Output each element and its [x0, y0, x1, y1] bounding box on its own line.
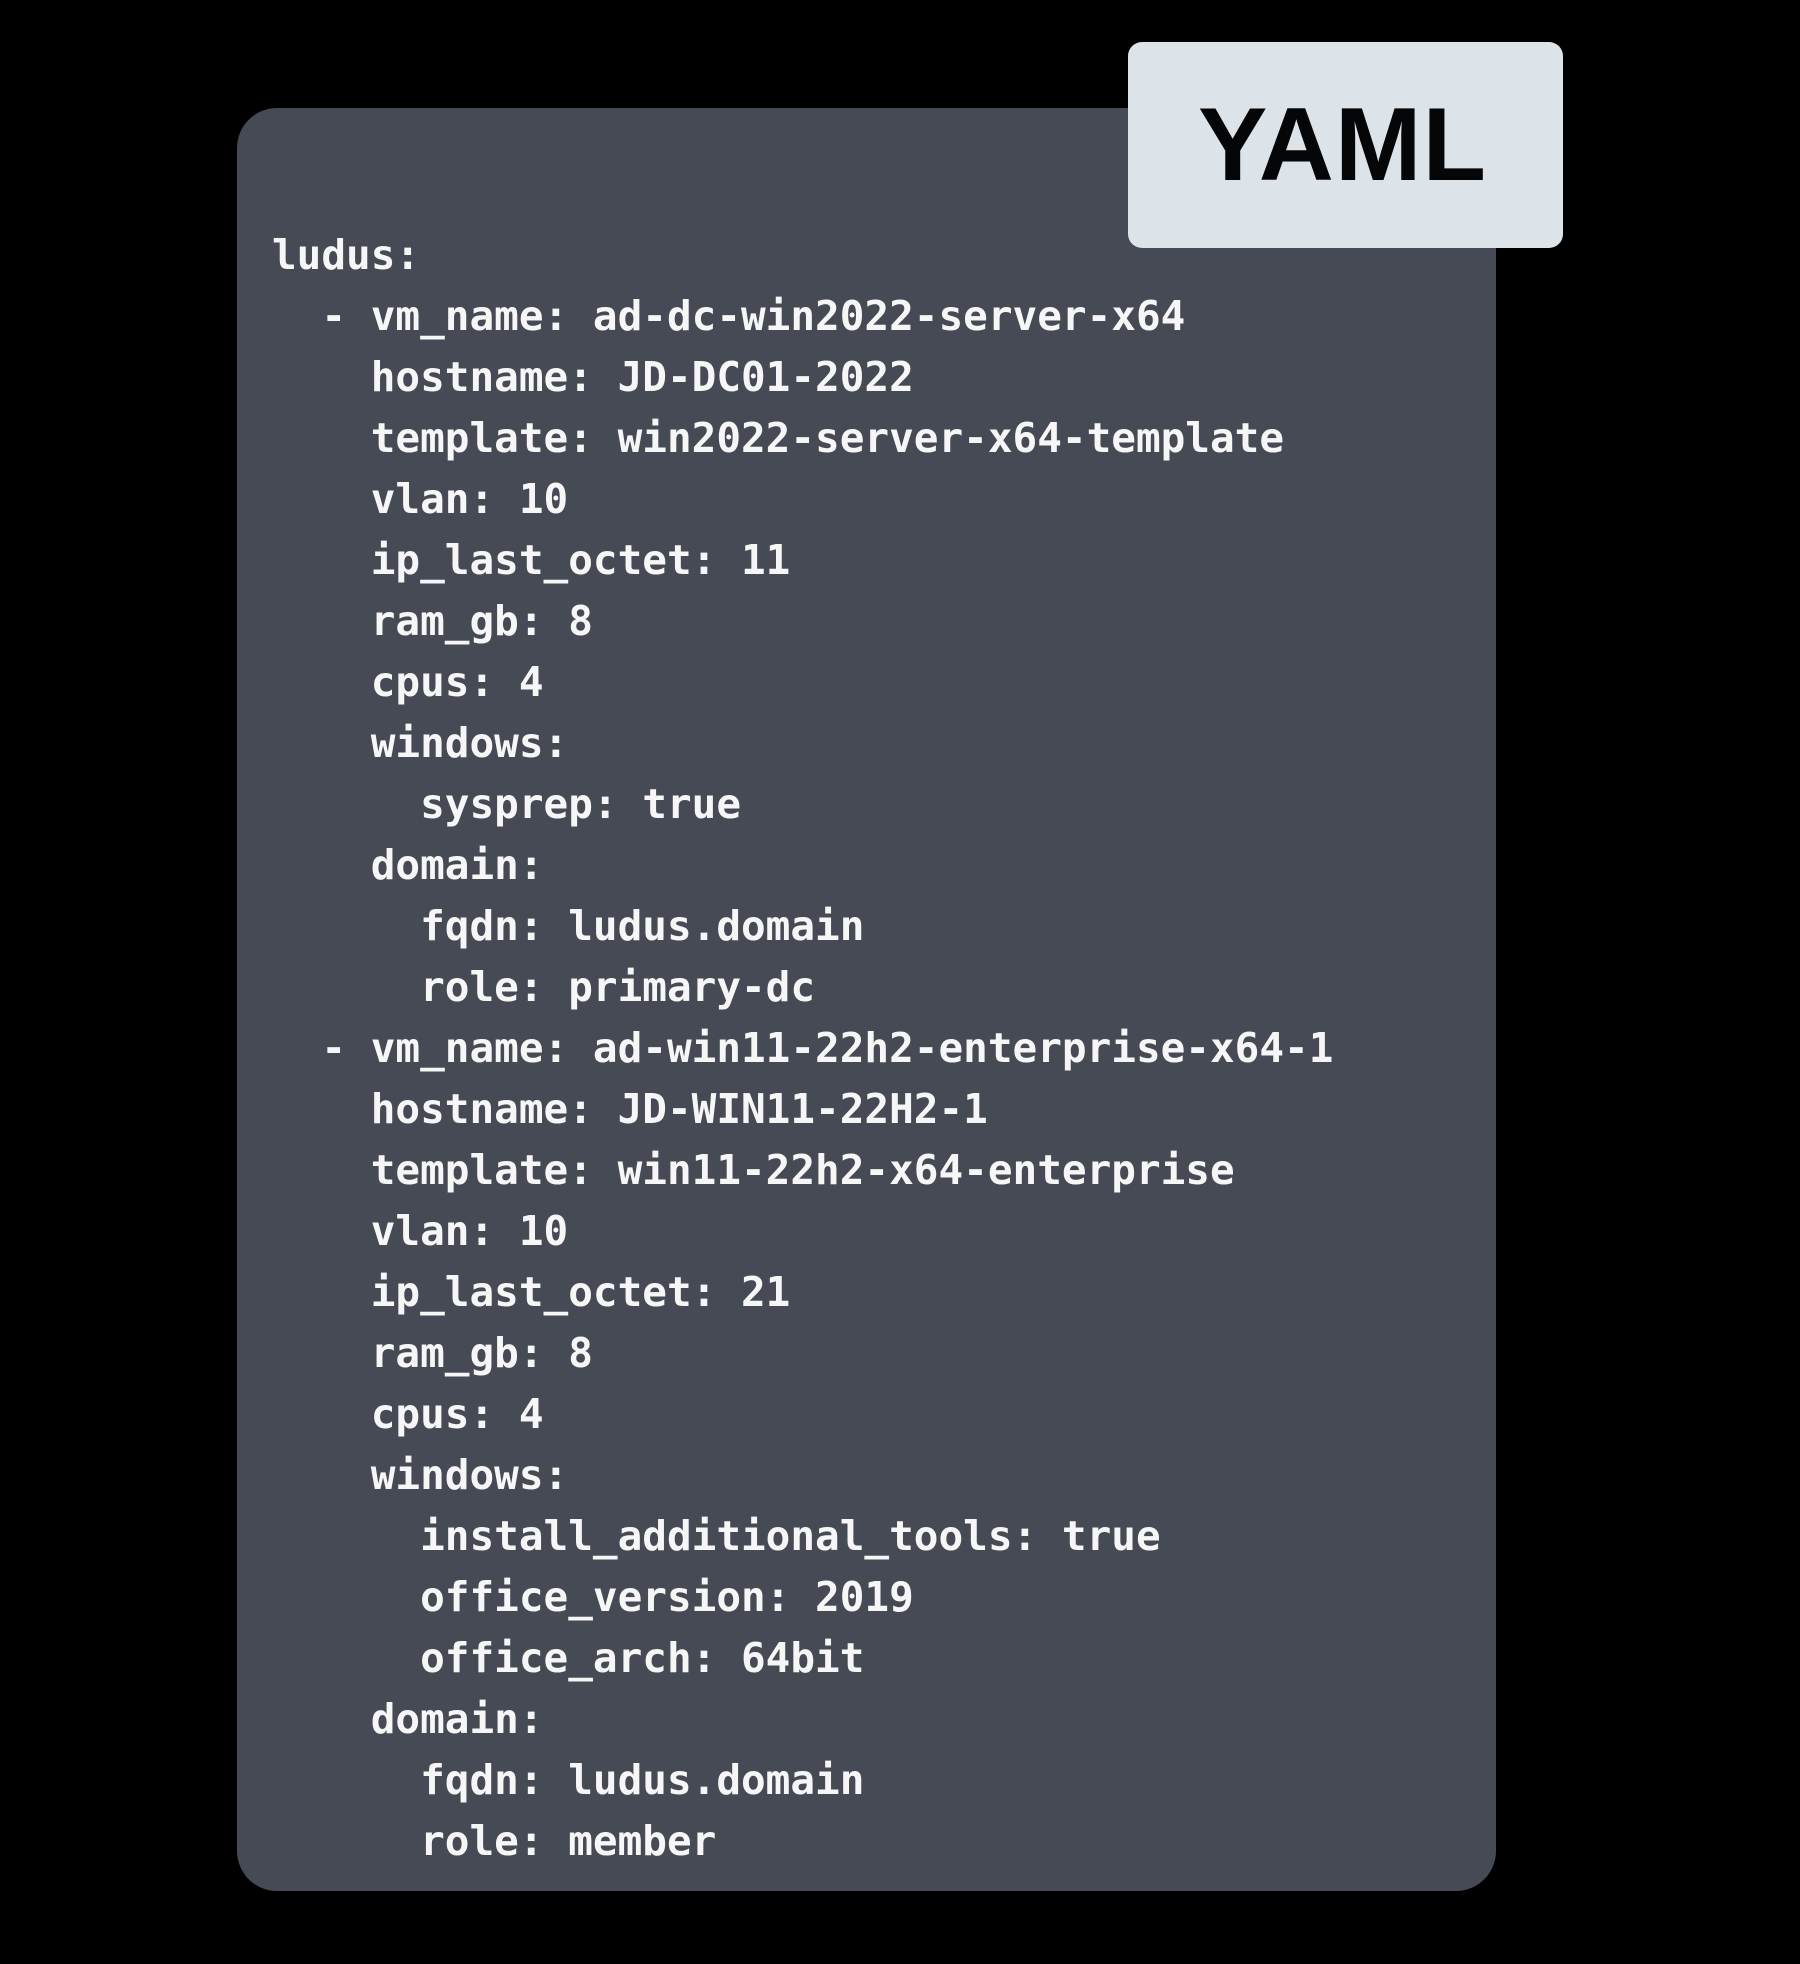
- yaml-language-badge-label: YAML: [1197, 87, 1488, 203]
- code-line: domain:: [272, 1695, 544, 1743]
- code-line: windows:: [272, 719, 569, 767]
- code-line: template: win2022-server-x64-template: [272, 414, 1285, 462]
- code-line: ip_last_octet: 11: [272, 536, 791, 584]
- code-line: office_version: 2019: [272, 1573, 914, 1621]
- code-line: install_additional_tools: true: [272, 1512, 1161, 1560]
- code-line: hostname: JD-DC01-2022: [272, 353, 914, 401]
- code-line: vlan: 10: [272, 475, 569, 523]
- code-line: ram_gb: 8: [272, 1329, 593, 1377]
- code-line: fqdn: ludus.domain: [272, 902, 865, 950]
- yaml-language-badge: YAML: [1128, 42, 1563, 248]
- yaml-code-block[interactable]: ludus: - vm_name: ad-dc-win2022-server-x…: [272, 225, 1333, 1872]
- code-line: - vm_name: ad-dc-win2022-server-x64: [272, 292, 1186, 340]
- code-line: template: win11-22h2-x64-enterprise: [272, 1146, 1235, 1194]
- code-line: domain:: [272, 841, 544, 889]
- code-line: ip_last_octet: 21: [272, 1268, 791, 1316]
- code-line: vlan: 10: [272, 1207, 569, 1255]
- code-line: ram_gb: 8: [272, 597, 593, 645]
- code-line: office_arch: 64bit: [272, 1634, 865, 1682]
- code-line: cpus: 4: [272, 658, 544, 706]
- code-line: role: member: [272, 1817, 717, 1865]
- code-line: ludus:: [272, 231, 421, 279]
- code-line: role: primary-dc: [272, 963, 816, 1011]
- code-line: windows:: [272, 1451, 569, 1499]
- code-line: fqdn: ludus.domain: [272, 1756, 865, 1804]
- code-line: hostname: JD-WIN11-22H2-1: [272, 1085, 988, 1133]
- code-line: - vm_name: ad-win11-22h2-enterprise-x64-…: [272, 1024, 1334, 1072]
- code-line: sysprep: true: [272, 780, 741, 828]
- code-panel: ludus: - vm_name: ad-dc-win2022-server-x…: [237, 108, 1496, 1891]
- code-line: cpus: 4: [272, 1390, 544, 1438]
